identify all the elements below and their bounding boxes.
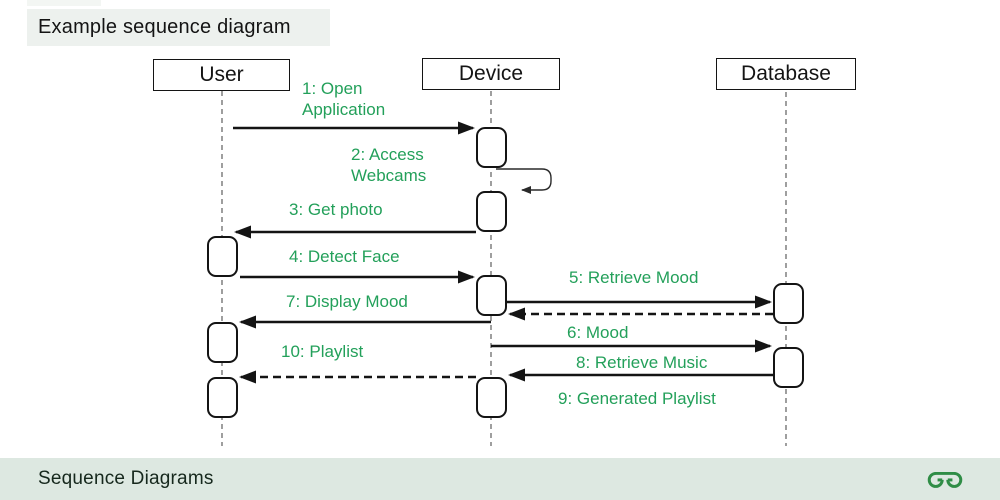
- message-label-8: 8: Retrieve Music: [576, 353, 708, 372]
- activation-box-user-2: [207, 322, 238, 363]
- footer-bar: Sequence Diagrams: [0, 458, 1000, 500]
- footer-title: Sequence Diagrams: [38, 468, 214, 489]
- message-label-2: 2: Access Webcams: [351, 145, 427, 185]
- activation-box-device-1: [476, 127, 507, 168]
- message-label-5: 5: Retrieve Mood: [569, 268, 699, 287]
- actor-box-device: Device: [422, 58, 560, 90]
- geeksforgeeks-logo: [924, 466, 966, 492]
- activation-box-database-2: [773, 347, 804, 388]
- message-label-4: 4: Detect Face: [289, 247, 400, 266]
- message-label-1: 1: Open Application: [302, 79, 386, 119]
- message-label-7: 7: Display Mood: [286, 292, 408, 311]
- activation-box-device-3: [476, 275, 507, 316]
- actor-box-user: User: [153, 59, 290, 91]
- title-highlight-strip: [27, 0, 101, 6]
- message-label-10: 10: Playlist: [281, 342, 364, 361]
- page-title: Example sequence diagram: [27, 9, 330, 46]
- message-label-9: 9: Generated Playlist: [558, 389, 716, 408]
- actor-box-database: Database: [716, 58, 856, 90]
- activation-box-user-3: [207, 377, 238, 418]
- activation-box-user-1: [207, 236, 238, 277]
- activation-box-device-2: [476, 191, 507, 232]
- activation-box-device-4: [476, 377, 507, 418]
- activation-box-database-1: [773, 283, 804, 324]
- message-arrow-2-self-loop: [496, 168, 552, 194]
- message-label-6: 6: Mood: [567, 323, 629, 342]
- message-label-3: 3: Get photo: [289, 200, 383, 219]
